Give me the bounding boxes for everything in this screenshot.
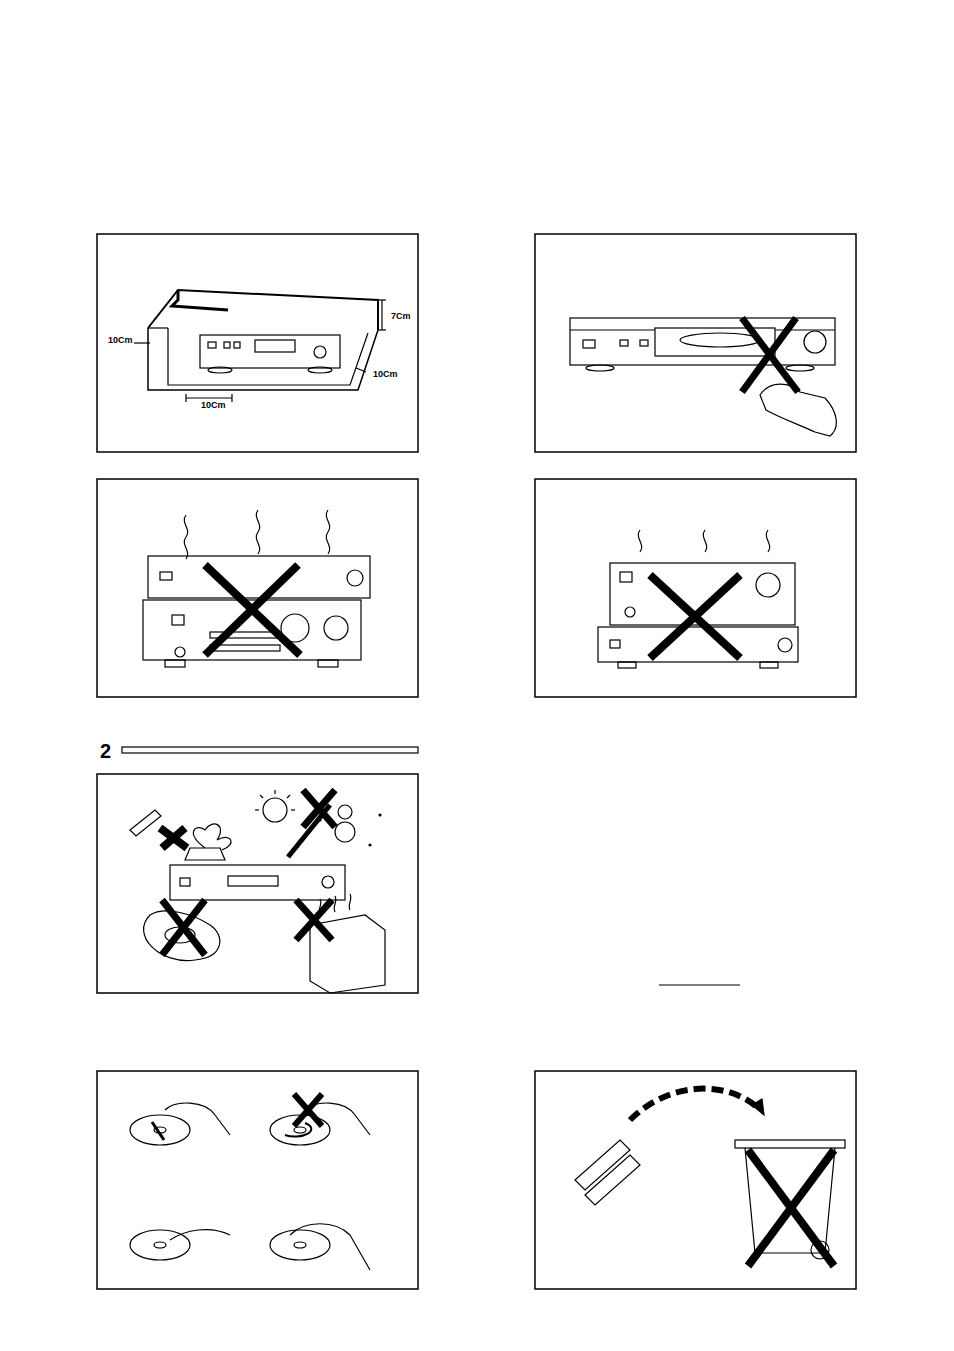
dimension-label: 10Cm	[200, 401, 227, 410]
dimension-label: 10Cm	[107, 336, 134, 345]
dimension-label: 10Cm	[372, 370, 399, 379]
section-number: 2	[99, 741, 112, 761]
dimension-label: 7Cm	[390, 312, 412, 321]
